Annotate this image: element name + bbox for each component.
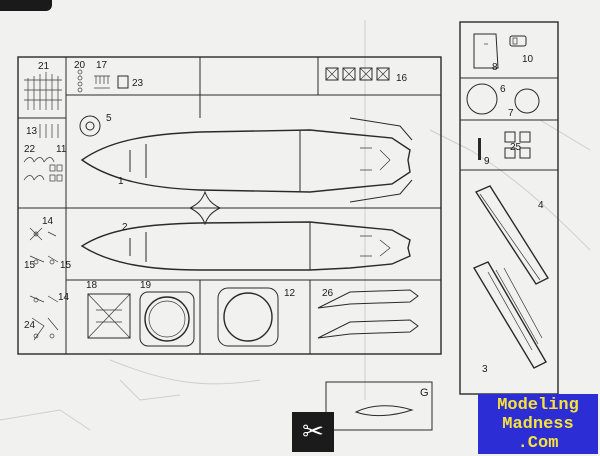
label-24: 24	[24, 320, 36, 331]
part-17-comb	[94, 75, 110, 89]
part-5-ring	[79, 115, 101, 137]
part-18-panel	[87, 293, 131, 339]
part-7-disc	[514, 88, 540, 114]
label-18: 18	[86, 280, 98, 291]
part-8-panel	[473, 33, 499, 69]
part-21-fins	[24, 72, 62, 110]
part-10-block	[509, 35, 527, 47]
label-14-bottom: 14	[58, 292, 70, 303]
label-2: 2	[122, 222, 128, 233]
label-16: 16	[396, 73, 408, 84]
label-4: 4	[538, 200, 544, 211]
label-3: 3	[482, 364, 488, 375]
part-14-15-24-parts	[29, 227, 59, 341]
label-26: 26	[322, 288, 334, 299]
label-10: 10	[522, 54, 534, 65]
label-8: 8	[492, 62, 498, 73]
part-26-fins	[317, 289, 419, 339]
rocket-half-2	[80, 221, 411, 271]
label-14-top: 14	[42, 216, 54, 227]
watermark-line-3: .Com	[517, 434, 559, 453]
label-6: 6	[500, 84, 506, 95]
sprue-diamond	[188, 190, 222, 226]
label-15-left: 15	[24, 260, 36, 271]
rocket-half-1	[80, 117, 413, 203]
watermark-line-1: Modeling	[497, 396, 579, 415]
corner-tab	[0, 0, 52, 11]
part-4-plate	[474, 185, 550, 285]
part-11-blocks	[49, 164, 63, 182]
label-21: 21	[38, 61, 50, 72]
part-16-boxes	[325, 67, 390, 81]
label-7: 7	[508, 108, 514, 119]
label-23: 23	[132, 78, 144, 89]
scissors-icon: ✂	[292, 412, 334, 452]
part-20-rings	[77, 69, 83, 93]
watermark-line-2: Madness	[502, 415, 574, 434]
part-19-ring	[139, 291, 195, 347]
label-17: 17	[96, 60, 108, 71]
sprue-letter-g: G	[420, 387, 429, 399]
part-9-bar	[478, 138, 481, 160]
part-6-disc	[466, 83, 498, 115]
label-15-right: 15	[60, 260, 72, 271]
label-22: 22	[24, 144, 36, 155]
label-9: 9	[484, 156, 490, 167]
modeling-madness-watermark: Modeling Madness .Com	[478, 394, 598, 454]
part-23-plate	[117, 75, 129, 89]
label-1: 1	[118, 176, 124, 187]
label-25: 25	[510, 142, 522, 153]
part-3-plate	[472, 261, 547, 369]
part-13-rods	[39, 124, 59, 138]
main-sprue-frame	[17, 56, 442, 355]
part-12-ring	[217, 287, 279, 347]
label-19: 19	[140, 280, 152, 291]
part-22-fins	[23, 157, 55, 181]
part-labels: 21 20 17 23 16 13 5 22 11 1 14 2 15 15 1…	[24, 54, 544, 399]
label-20: 20	[74, 60, 86, 71]
sprue-g-frame	[325, 381, 433, 431]
label-11: 11	[56, 144, 67, 155]
label-13: 13	[26, 126, 38, 137]
label-12: 12	[284, 288, 296, 299]
part-25-pads	[504, 131, 531, 159]
label-5: 5	[106, 113, 112, 124]
faint-guides	[0, 20, 591, 431]
